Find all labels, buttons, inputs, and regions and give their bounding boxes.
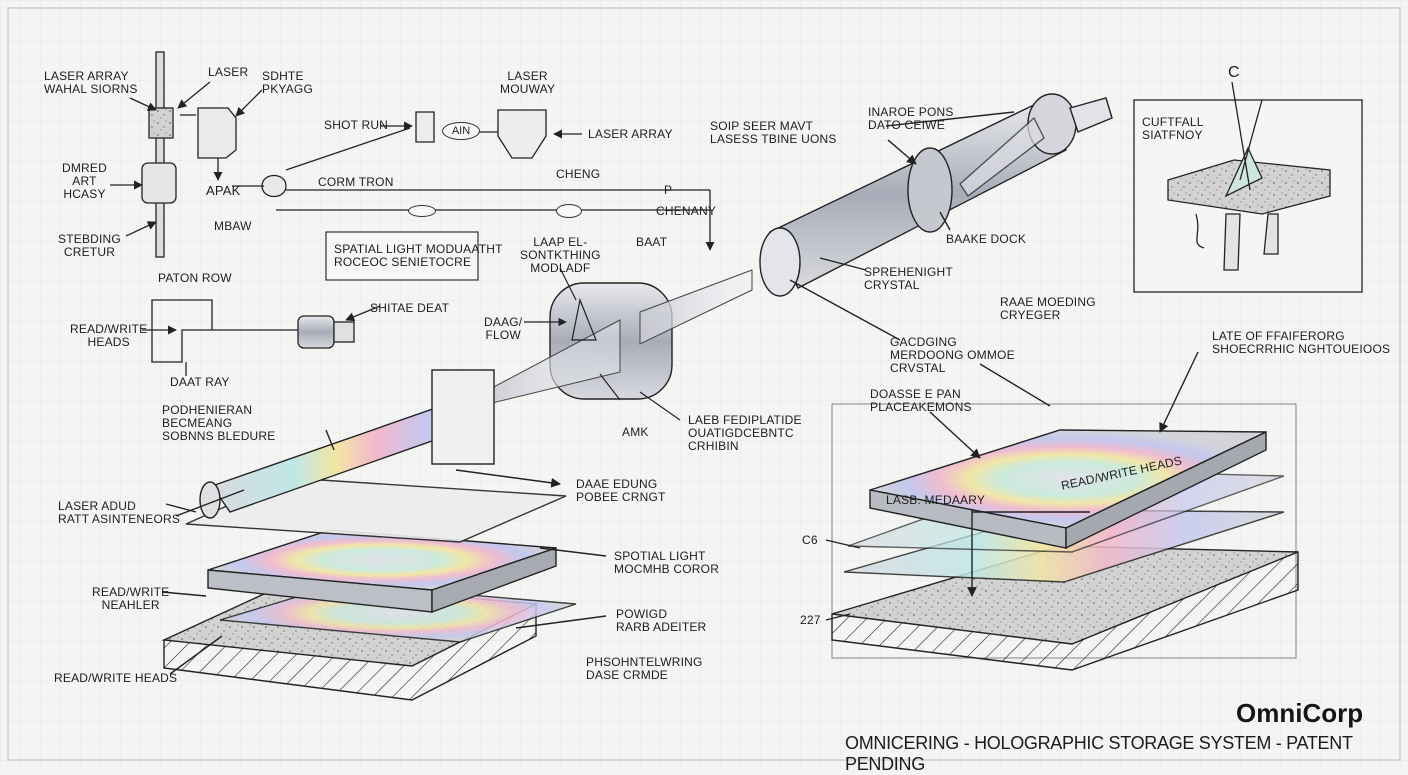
storage-stack-left <box>161 369 607 701</box>
junction-node-2 <box>556 204 582 218</box>
label-dmred: DMRED ART HCASY <box>62 161 107 201</box>
label-spotial-light: SPOTIAL LIGHT MOCMHB COROR <box>614 549 720 576</box>
label-powigd: POWIGD RARB ADEITER <box>616 607 707 634</box>
label-daat-ray: DAAT RAY <box>170 375 230 389</box>
laser-array-rig <box>110 51 263 258</box>
storage-stack-right <box>825 351 1299 671</box>
label-inaroe-pons: INAROE PONS DATO CEIWE <box>868 105 954 132</box>
label-read-write-heads-left: READ/WRITE HEADS <box>70 322 148 349</box>
label-baat: BAAT <box>636 235 668 249</box>
label-laap: LAAP EL- SONTKTHING MODLADF <box>520 235 601 275</box>
cufall-inset <box>1133 81 1363 293</box>
spatial-light-modulator-box <box>325 231 479 281</box>
label-corm-tron: CORM TRON <box>318 175 394 189</box>
label-soip-seer: SOIP SEER MAVT LASESS TBINE UONS <box>710 119 837 146</box>
label-daag-flow: DAAG/ FLOW <box>484 315 523 342</box>
label-spatial-box: SPATIAL LIGHT MODUAATHT ROCEOC SENIETOCR… <box>334 242 503 269</box>
label-c6: C6 <box>802 533 818 547</box>
label-sdhte: SDHTE PKYAGG <box>262 69 313 96</box>
label-cufall: CUFTFALL SIATFNOY <box>1142 115 1204 142</box>
central-modulator-head <box>487 267 753 421</box>
label-shot-run: SHOT RUN <box>324 118 389 132</box>
ain-node: AIN <box>442 122 480 140</box>
footer-title: OMNICERING - HOLOGRAPHIC STORAGE SYSTEM … <box>845 733 1353 774</box>
label-read-write-heads-bottom: READ/WRITE HEADS <box>54 671 178 685</box>
label-baake-dock: BAAKE DOCK <box>946 232 1027 246</box>
optical-path-top <box>232 109 715 251</box>
label-227: 227 <box>800 613 821 627</box>
label-p: P <box>664 183 673 197</box>
label-cheng: CHENG <box>556 167 601 181</box>
label-paton-row: PATON ROW <box>158 271 232 285</box>
label-sprenight: SPREHENIGHT CRYSTAL <box>864 265 953 292</box>
label-laser-array-left: LASER ARRAY WAHAL SIORNS <box>44 69 138 96</box>
label-stebding: STEBDING CRETUR <box>58 232 121 259</box>
label-doasse: DOASSE E PAN PLACEAKEMONS <box>870 387 972 414</box>
label-laser-array-mid: LASER ARRAY <box>588 127 673 141</box>
laser-barrel-assembly <box>759 93 1113 341</box>
label-gacdging: GACDGING MERDOONG OMMOE CRVSTAL <box>890 335 1015 375</box>
label-raae-moeding: RAAE MOEDING CRYEGER <box>1000 295 1096 322</box>
label-amk: AMK <box>622 425 649 439</box>
omnicorp-logo: OmniCorp <box>1236 698 1364 728</box>
label-podhenisran: PODHENIERAN BECMEANG SOBNNS BLEDURE <box>162 403 276 443</box>
label-c-mark: C <box>1228 64 1240 81</box>
label-laser-top: LASER <box>208 65 249 79</box>
label-shitae-deat: SHITAE DEAT <box>370 301 450 315</box>
label-readwrite-neahler: READ/WRITE NEAHLER <box>92 585 170 612</box>
label-mbaw: MBAW <box>214 219 252 233</box>
label-daae-edung: DAAE EDUNG POBEE CRNGT <box>576 477 666 504</box>
label-phsohntelwring: PHSOHNTELWRING DASE CRMDE <box>586 655 703 682</box>
read-write-head-assembly <box>142 299 381 376</box>
junction-node-1 <box>408 205 436 217</box>
label-chenany: CHENANY <box>656 204 717 218</box>
label-laeb: LAEB FEDIPLATIDE OUATIGDCEBNTC CRHIBIN <box>688 413 802 453</box>
label-apak: APAK <box>206 183 241 198</box>
label-lasb-medaary: LASB. MEDAARY <box>886 493 986 507</box>
label-laser-mouway: LASER MOUWAY <box>500 69 556 96</box>
label-late-of: LATE OF FFAIFERORG SHOECRRHIC NGHTOUEIOO… <box>1212 329 1391 356</box>
label-laser-adud: LASER ADUD RATT ASINTENEORS <box>58 499 181 526</box>
